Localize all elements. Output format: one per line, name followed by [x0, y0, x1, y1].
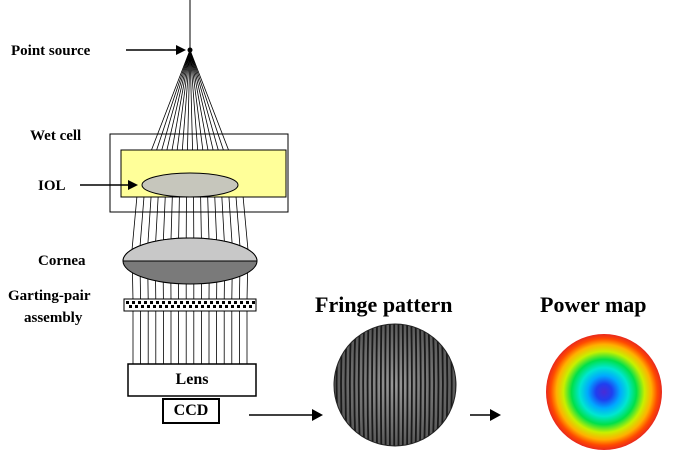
grating-cell — [180, 301, 183, 304]
grating-cell — [129, 305, 132, 308]
fringe-line — [429, 324, 430, 446]
grating-label-line2: assembly — [24, 310, 82, 326]
grating-cell — [228, 301, 231, 304]
power-map-disk — [546, 334, 662, 450]
fringe-line — [359, 324, 360, 446]
grating-cell — [225, 305, 228, 308]
grating-cell — [246, 301, 249, 304]
grating-cell — [240, 301, 243, 304]
light-ray — [190, 50, 209, 364]
grating-cell — [165, 305, 168, 308]
fringe-line — [376, 324, 377, 446]
iol-lens — [142, 173, 238, 197]
light-ray — [190, 50, 225, 364]
grating-cell — [135, 305, 138, 308]
grating-cell — [153, 305, 156, 308]
fringe-line — [416, 324, 417, 446]
grating-cell — [171, 305, 174, 308]
grating-cell — [138, 301, 141, 304]
grating-cell — [183, 305, 186, 308]
power-map-title: Power map — [540, 292, 647, 318]
grating-cell — [156, 301, 159, 304]
grating-cell — [252, 301, 255, 304]
fringe-pattern-title: Fringe pattern — [315, 292, 452, 318]
grating-label-line1: Garting-pair — [8, 288, 91, 304]
grating-cell — [222, 301, 225, 304]
cornea-label: Cornea — [38, 253, 86, 269]
ccd-label: CCD — [163, 402, 219, 420]
grating-cell — [231, 305, 234, 308]
fringe-line — [368, 324, 369, 446]
grating-cell — [237, 305, 240, 308]
grating-cell — [243, 305, 246, 308]
grating-cell — [234, 301, 237, 304]
grating-cell — [168, 301, 171, 304]
grating-cell — [210, 301, 213, 304]
right-arrow-icon — [80, 180, 138, 190]
grating-cell — [198, 301, 201, 304]
grating-cell — [201, 305, 204, 308]
right-arrow-icon — [249, 409, 323, 421]
grating-cell — [249, 305, 252, 308]
right-arrow-icon — [470, 409, 501, 421]
fringe-line — [363, 324, 364, 446]
grating-cell — [144, 301, 147, 304]
point-source-dot — [188, 48, 193, 53]
grating-cell — [126, 301, 129, 304]
ray-bundle — [132, 50, 248, 364]
fringe-line — [424, 324, 425, 446]
grating-cell — [132, 301, 135, 304]
wet-cell-label: Wet cell — [30, 128, 81, 144]
grating-cell — [195, 305, 198, 308]
grating-cell — [219, 305, 222, 308]
grating-cell — [207, 305, 210, 308]
grating-cell — [192, 301, 195, 304]
grating-cell — [177, 305, 180, 308]
grating-cell — [186, 301, 189, 304]
grating-cell — [204, 301, 207, 304]
grating-cell — [162, 301, 165, 304]
grating-cell — [189, 305, 192, 308]
iol-label: IOL — [38, 178, 66, 194]
grating-cell — [150, 301, 153, 304]
grating-cell — [174, 301, 177, 304]
grating-cell — [141, 305, 144, 308]
grating-cell — [216, 301, 219, 304]
light-ray — [155, 50, 190, 364]
grating-cell — [159, 305, 162, 308]
grating-cell — [147, 305, 150, 308]
cornea-top-half — [123, 238, 257, 261]
lens-label: Lens — [128, 371, 256, 389]
grating-cell — [213, 305, 216, 308]
light-ray — [171, 50, 190, 364]
fringe-line — [420, 324, 421, 446]
right-arrow-icon — [126, 45, 186, 55]
fringe-line — [372, 324, 373, 446]
point-source-label: Point source — [11, 43, 90, 59]
